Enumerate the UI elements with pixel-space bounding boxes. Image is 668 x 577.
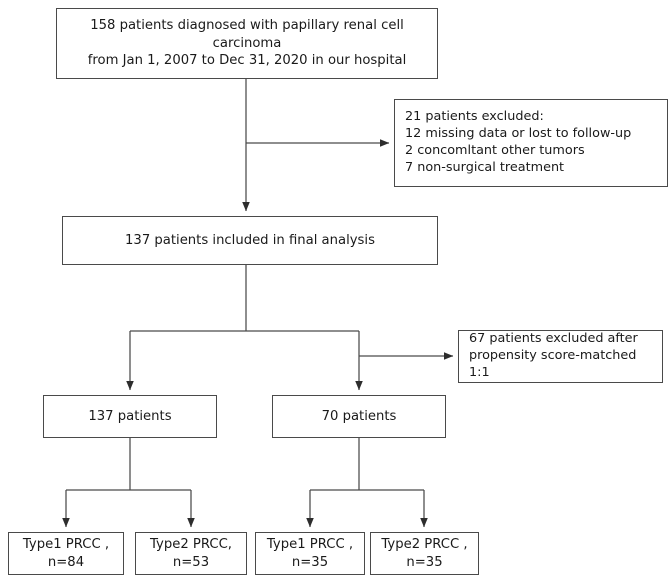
node-matched-type1-prcc: Type1 PRCC , n=35: [255, 532, 365, 575]
node-included-text: 137 patients included in final analysis: [125, 232, 375, 248]
node-excluded-propensity-text: 67 patients excluded after propensity sc…: [469, 331, 638, 380]
node-cohort-full-text: 137 patients: [88, 408, 172, 424]
node-full-type2-prcc: Type2 PRCC, n=53: [135, 532, 247, 575]
node-full-type1-prcc: Type1 PRCC , n=84: [8, 532, 124, 575]
node-cohort-matched-text: 70 patients: [321, 408, 397, 424]
node-enrolled-text: 158 patients diagnosed with papillary re…: [87, 18, 407, 69]
node-enrolled-cohort: 158 patients diagnosed with papillary re…: [56, 8, 438, 79]
node-cohort-full: 137 patients: [43, 395, 217, 438]
node-excluded-first-text: 21 patients excluded: 12 missing data or…: [405, 109, 632, 175]
node-matched-type2-prcc: Type2 PRCC , n=35: [370, 532, 479, 575]
node-excluded-propensity-matched: 67 patients excluded after propensity sc…: [458, 330, 663, 383]
node-matched-type2-prcc-text: Type2 PRCC , n=35: [381, 537, 468, 570]
node-full-type2-prcc-text: Type2 PRCC, n=53: [150, 537, 232, 570]
node-included-final-analysis: 137 patients included in final analysis: [62, 216, 438, 265]
node-cohort-matched: 70 patients: [272, 395, 446, 438]
node-full-type1-prcc-text: Type1 PRCC , n=84: [22, 537, 110, 570]
node-excluded-first: 21 patients excluded: 12 missing data or…: [394, 99, 668, 187]
node-matched-type1-prcc-text: Type1 PRCC , n=35: [266, 537, 354, 570]
